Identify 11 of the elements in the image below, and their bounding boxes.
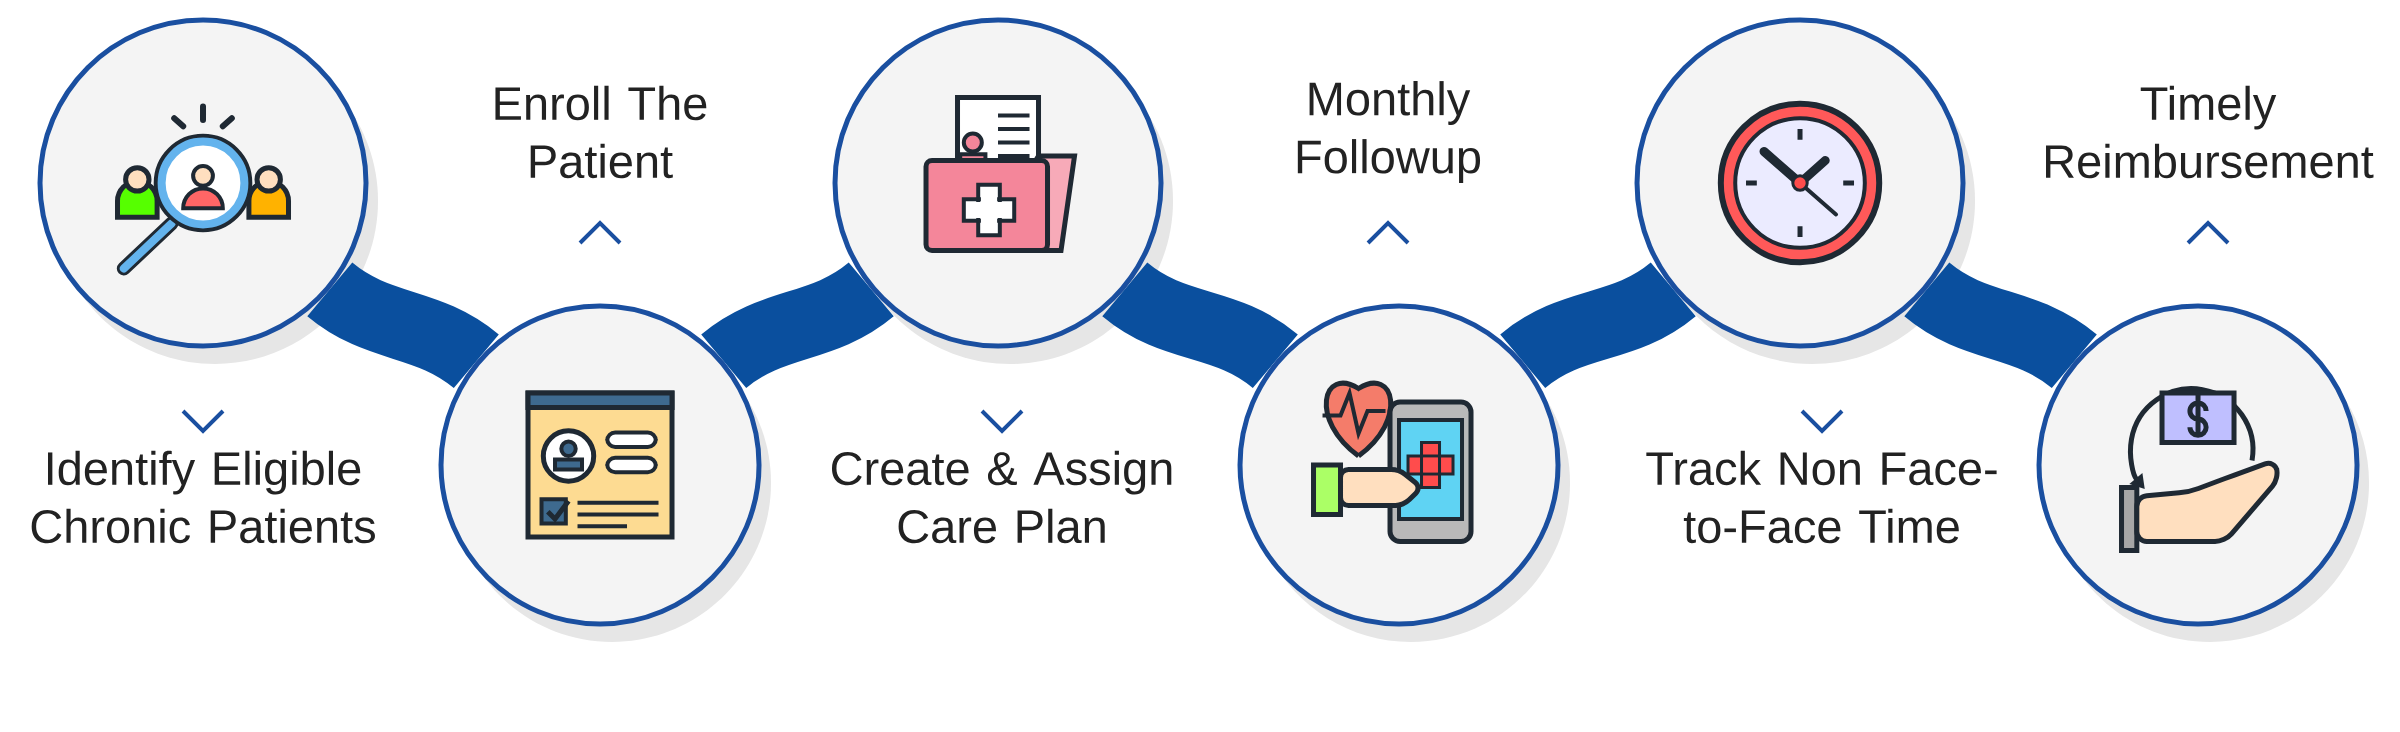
step-label: Timely Reimbursement <box>2046 85 2374 179</box>
step-label: Monthly Followup <box>1297 81 1481 183</box>
step-label: Identify Eligible Chronic Patients <box>31 450 375 544</box>
wave-band <box>1905 261 2096 390</box>
wave-band <box>1501 261 1695 390</box>
step-label: Track Non Face-to-Face Time <box>1646 450 1997 544</box>
wave-band <box>1103 261 1297 390</box>
step-label: Create & Assign Care Plan <box>832 450 1172 544</box>
wave-band <box>308 261 498 390</box>
step-label: Enroll The Patient <box>495 85 707 179</box>
wave-band <box>702 261 893 390</box>
